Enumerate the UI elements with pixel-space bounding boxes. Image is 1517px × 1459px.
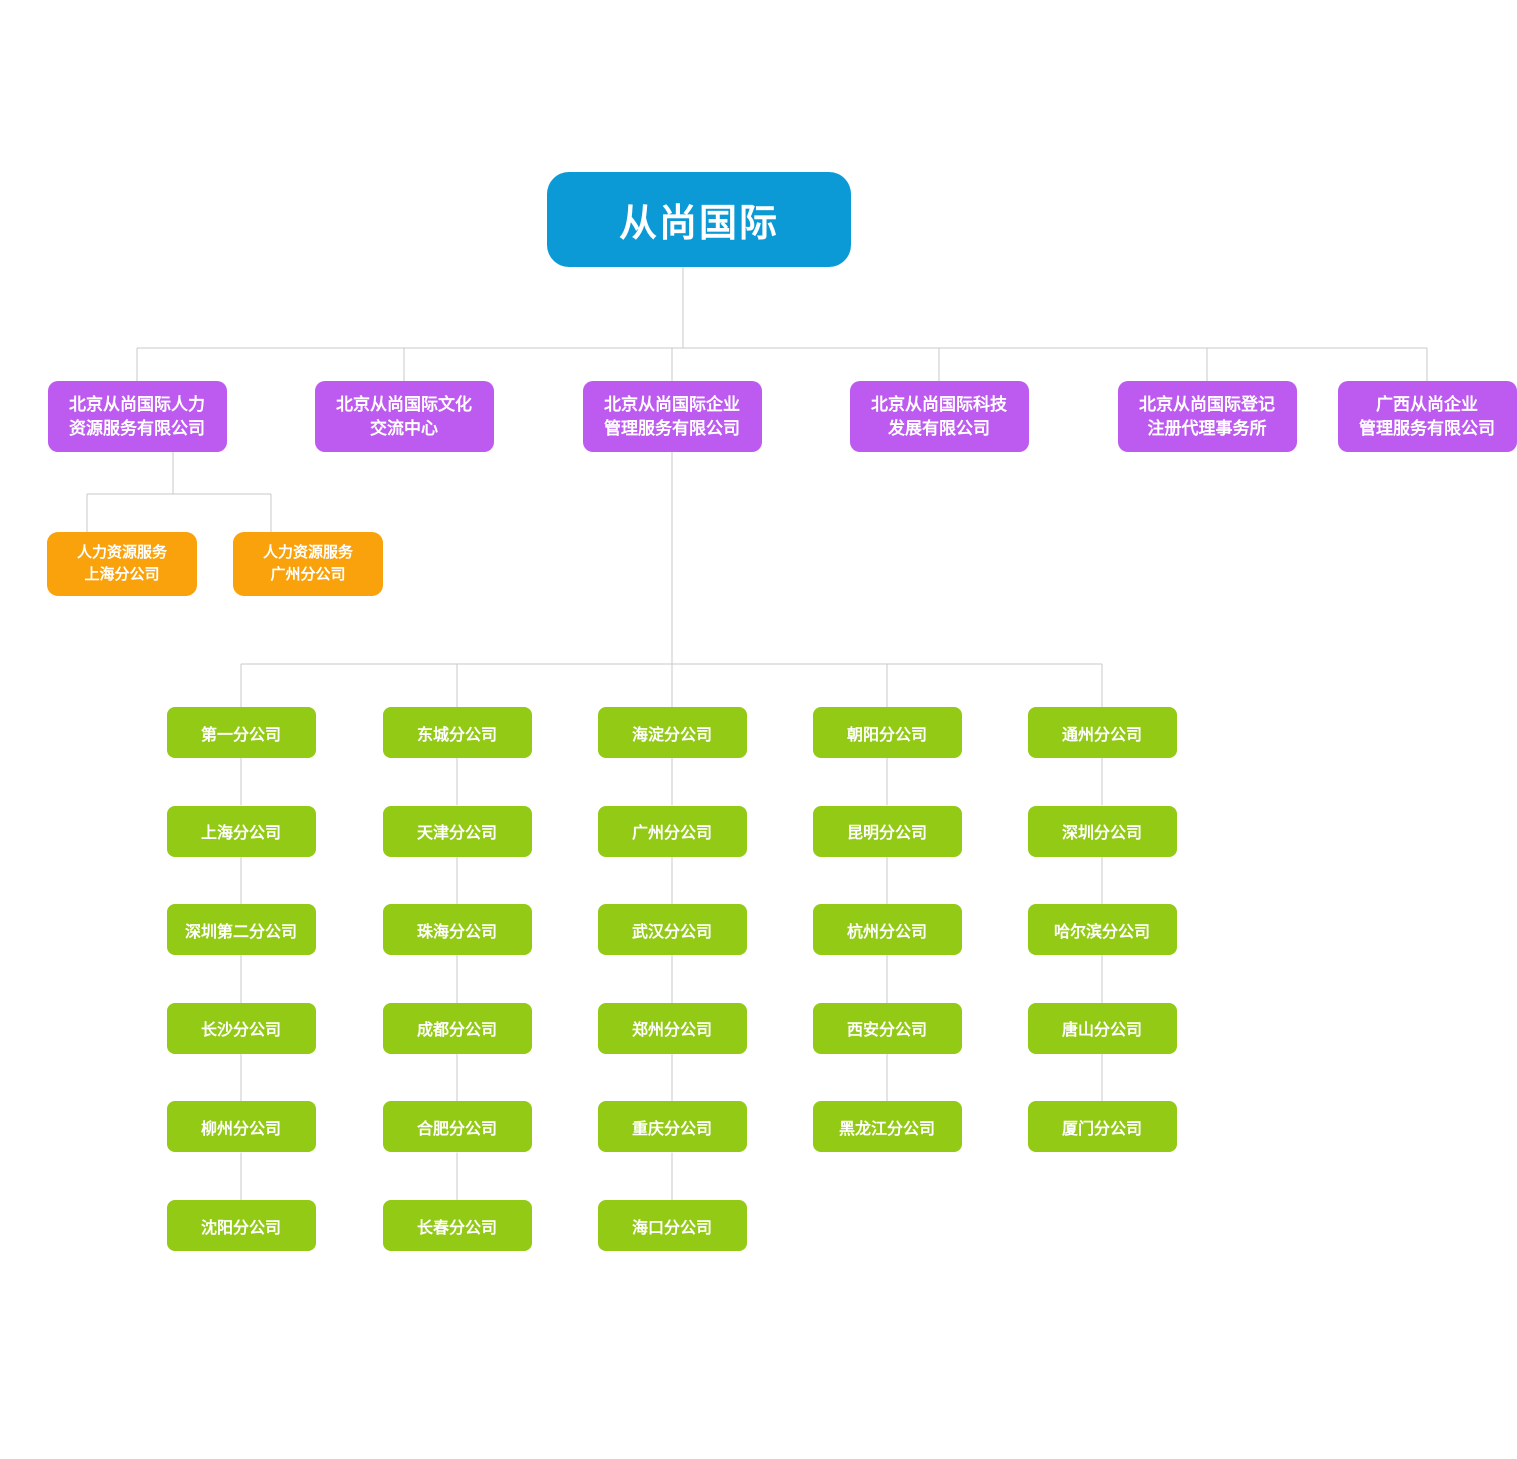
node-label-line: 柳州分公司 xyxy=(200,1120,281,1138)
node-label-line: 深圳第二分公司 xyxy=(184,923,297,941)
node-label-line: 北京从尚国际科技 xyxy=(871,394,1007,414)
city-branch-node: 长春分公司 xyxy=(382,1200,532,1251)
subsidiary-node: 北京从尚国际文化交流中心 xyxy=(314,381,494,452)
city-branch-node: 唐山分公司 xyxy=(1027,1002,1177,1054)
node-label-line: 上海分公司 xyxy=(84,566,160,583)
node-label-line: 管理服务有限公司 xyxy=(1359,418,1495,438)
city-branch-node: 通州分公司 xyxy=(1027,707,1177,758)
city-branch-node: 合肥分公司 xyxy=(382,1101,532,1153)
city-branch-node: 柳州分公司 xyxy=(166,1101,316,1153)
node-label-line: 上海分公司 xyxy=(200,825,281,843)
city-branch-node: 长沙分公司 xyxy=(166,1002,316,1054)
node-label-line: 哈尔滨分公司 xyxy=(1053,923,1150,941)
city-branch-node: 深圳第二分公司 xyxy=(166,904,316,956)
node-label-line: 成都分公司 xyxy=(416,1022,497,1040)
node-label-line: 通州分公司 xyxy=(1061,726,1142,744)
node-label-line: 厦门分公司 xyxy=(1061,1120,1142,1138)
city-branch-node: 海口分公司 xyxy=(597,1200,747,1251)
node-label-line: 北京从尚国际登记 xyxy=(1139,394,1275,414)
city-branch-node: 武汉分公司 xyxy=(597,904,747,956)
node-label-line: 沈阳分公司 xyxy=(200,1219,281,1237)
city-branch-node: 海淀分公司 xyxy=(597,707,747,758)
node-label-line: 发展有限公司 xyxy=(888,418,990,438)
node-label-line: 合肥分公司 xyxy=(416,1120,497,1138)
node-label-line: 东城分公司 xyxy=(416,726,497,744)
node-label-line: 西安分公司 xyxy=(846,1022,927,1040)
node-label-line: 注册代理事务所 xyxy=(1147,418,1267,438)
city-branch-node: 重庆分公司 xyxy=(597,1101,747,1153)
node-label-line: 人力资源服务 xyxy=(262,544,353,561)
city-branch-node: 黑龙江分公司 xyxy=(812,1101,962,1153)
subsidiary-node: 北京从尚国际企业管理服务有限公司 xyxy=(582,381,762,452)
node-label-line: 广州分公司 xyxy=(270,566,346,583)
city-branch-node: 朝阳分公司 xyxy=(812,707,962,758)
node-label-line: 杭州分公司 xyxy=(846,923,927,941)
node-label-line: 广西从尚企业 xyxy=(1376,394,1478,414)
city-branch-node: 珠海分公司 xyxy=(382,904,532,956)
city-branch-node: 西安分公司 xyxy=(812,1002,962,1054)
node-label-line: 昆明分公司 xyxy=(846,825,927,843)
node-label-line: 北京从尚国际人力 xyxy=(69,394,205,414)
city-branch-node: 郑州分公司 xyxy=(597,1002,747,1054)
node-label-line: 广州分公司 xyxy=(631,825,712,843)
node-label-line: 珠海分公司 xyxy=(416,923,497,941)
node-label-line: 长沙分公司 xyxy=(200,1022,281,1040)
node-label-line: 交流中心 xyxy=(370,418,438,438)
node-label-line: 北京从尚国际企业 xyxy=(604,394,740,414)
hr-branch-node: 人力资源服务广州分公司 xyxy=(233,532,383,596)
city-branch-node: 深圳分公司 xyxy=(1027,805,1177,857)
node-label-line: 人力资源服务 xyxy=(76,544,167,561)
city-branch-node: 天津分公司 xyxy=(382,805,532,857)
node-label-line: 黑龙江分公司 xyxy=(838,1120,935,1138)
node-label-line: 天津分公司 xyxy=(416,825,497,843)
city-branch-node: 成都分公司 xyxy=(382,1002,532,1054)
city-branch-node: 上海分公司 xyxy=(166,805,316,857)
node-label-line: 第一分公司 xyxy=(200,726,281,744)
city-branch-node: 厦门分公司 xyxy=(1027,1101,1177,1153)
city-branch-node: 昆明分公司 xyxy=(812,805,962,857)
city-branch-node: 沈阳分公司 xyxy=(166,1200,316,1251)
node-label-line: 重庆分公司 xyxy=(631,1120,712,1138)
city-branch-node: 哈尔滨分公司 xyxy=(1027,904,1177,956)
node-label-line: 北京从尚国际文化 xyxy=(336,394,472,414)
node-label-line: 郑州分公司 xyxy=(631,1022,712,1040)
node-label-line: 从尚国际 xyxy=(618,203,779,245)
node-label-line: 海淀分公司 xyxy=(631,726,712,744)
root-node: 从尚国际 xyxy=(547,172,851,267)
node-label-line: 海口分公司 xyxy=(631,1219,712,1237)
node-label-line: 资源服务有限公司 xyxy=(69,418,205,438)
node-label-line: 朝阳分公司 xyxy=(846,726,927,744)
hr-branch-node: 人力资源服务上海分公司 xyxy=(47,532,197,596)
subsidiary-node: 北京从尚国际登记注册代理事务所 xyxy=(1117,381,1297,452)
city-branch-node: 广州分公司 xyxy=(597,805,747,857)
node-label-line: 深圳分公司 xyxy=(1061,825,1142,843)
node-label-line: 唐山分公司 xyxy=(1061,1022,1142,1040)
subsidiary-node: 北京从尚国际科技发展有限公司 xyxy=(849,381,1029,452)
node-label-line: 武汉分公司 xyxy=(631,923,712,941)
city-branch-node: 东城分公司 xyxy=(382,707,532,758)
node-label-line: 长春分公司 xyxy=(416,1219,497,1237)
node-label-line: 管理服务有限公司 xyxy=(604,418,740,438)
city-branch-node: 第一分公司 xyxy=(166,707,316,758)
subsidiary-node: 北京从尚国际人力资源服务有限公司 xyxy=(47,381,227,452)
subsidiary-node: 广西从尚企业管理服务有限公司 xyxy=(1337,381,1517,452)
city-branch-node: 杭州分公司 xyxy=(812,904,962,956)
